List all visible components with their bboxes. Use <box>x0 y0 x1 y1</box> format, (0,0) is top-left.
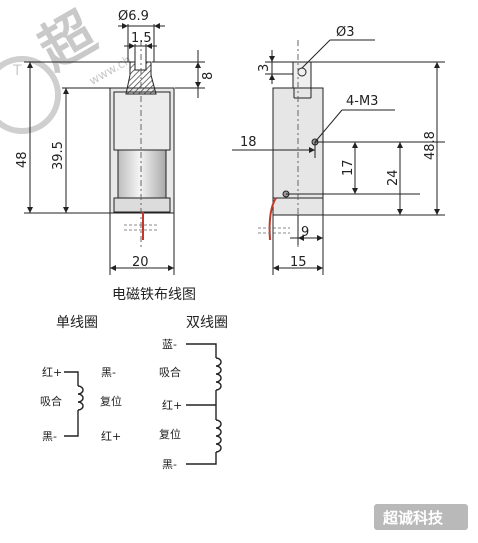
double-black-minus: 黑- <box>162 458 177 471</box>
front-upper-block <box>113 91 171 151</box>
dim-outer-diameter: Ø6.9 <box>118 9 149 24</box>
dim-thread: 4-M3 <box>346 94 378 109</box>
single-red-plus-left: 红+ <box>42 366 62 379</box>
side-view <box>232 39 445 275</box>
wiring-title: 电磁铁布线图 <box>112 287 196 303</box>
dim-bottom-15: 15 <box>290 255 307 270</box>
dim-body-48: 48 <box>15 151 30 168</box>
dim-top-3: 3 <box>257 64 272 72</box>
double-red-plus: 红+ <box>162 399 182 412</box>
dim-side-17: 17 <box>341 159 356 176</box>
dim-side-18: 18 <box>240 135 257 150</box>
single-black-minus-left: 黑- <box>42 430 57 443</box>
single-red-plus-right: 红+ <box>101 430 121 443</box>
watermark-seal <box>0 56 61 134</box>
single-black-minus-right: 黑- <box>101 366 116 379</box>
front-bottom-plate <box>113 197 171 213</box>
watermark-big-char: 超 <box>28 0 107 82</box>
brand-text: 超诚科技 <box>382 509 444 527</box>
dim-bottom-9: 9 <box>301 225 309 240</box>
side-arrows <box>269 56 440 271</box>
dim-body-39-5: 39.5 <box>51 141 66 170</box>
double-reset: 复位 <box>159 427 181 441</box>
watermark-seal-letter: T <box>12 63 22 79</box>
brand-badge: 超诚科技 <box>374 504 468 530</box>
double-coil-symbol <box>186 343 222 465</box>
single-coil-symbol <box>64 371 84 437</box>
dim-width-20: 20 <box>132 255 149 270</box>
front-view <box>24 24 205 275</box>
single-coil-title: 单线圈 <box>56 315 98 331</box>
dim-hole-diameter: Ø3 <box>336 25 355 40</box>
front-coil <box>117 149 167 199</box>
front-arrows <box>27 23 201 271</box>
double-pull: 吸合 <box>159 365 181 379</box>
dim-overall-48-8: 48.8 <box>423 131 438 160</box>
dim-top-height: 8 <box>201 72 216 80</box>
single-reset: 复位 <box>100 394 122 408</box>
double-blue-minus: 蓝- <box>162 338 177 351</box>
dim-side-24: 24 <box>386 169 401 186</box>
double-coil-title: 双线圈 <box>186 315 228 331</box>
dim-inner-width: 1.5 <box>131 31 152 46</box>
single-pull: 吸合 <box>40 394 62 408</box>
